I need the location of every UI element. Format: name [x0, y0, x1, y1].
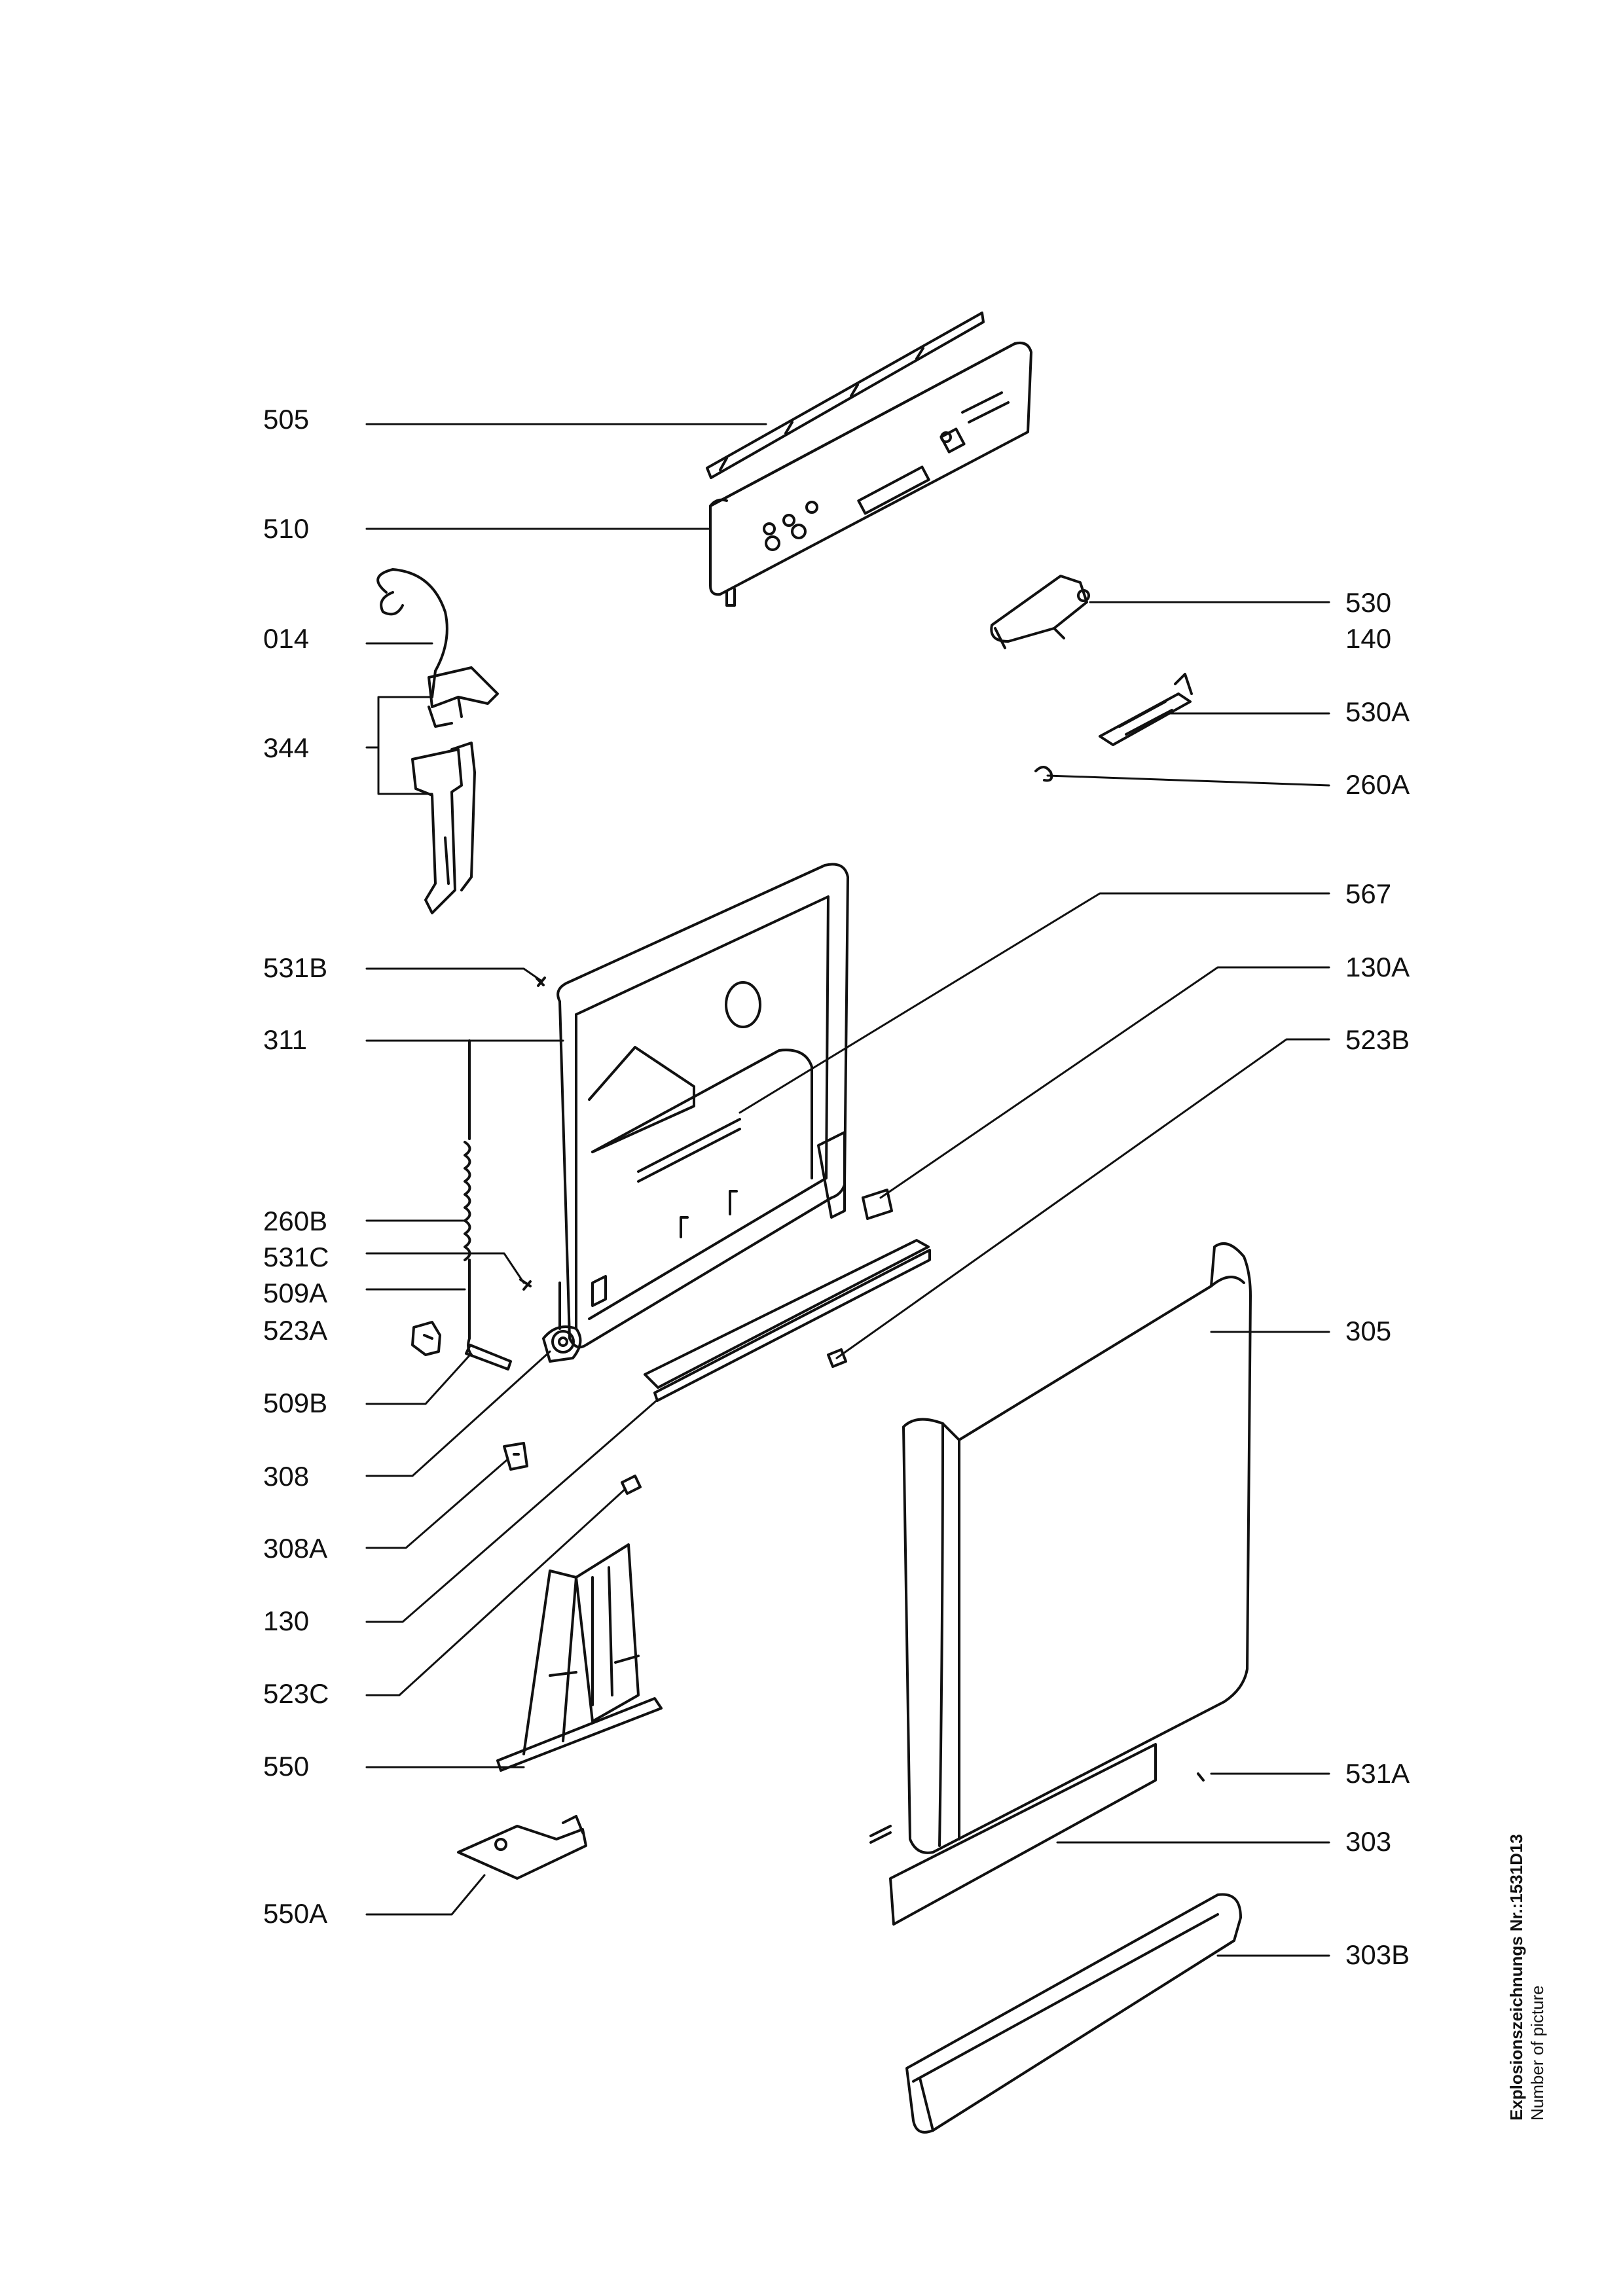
label-130A: 130A — [1345, 952, 1410, 982]
caption-title: Explosionszeichnungs Nr.:1531D13 — [1506, 1834, 1526, 2121]
label-523C: 523C — [263, 1678, 329, 1709]
label-523B: 523B — [1345, 1024, 1410, 1055]
part-308A-bracket — [503, 1442, 528, 1471]
part-130-rail — [644, 1239, 931, 1402]
label-505: 505 — [263, 404, 310, 435]
part-530A-plate — [1099, 673, 1193, 746]
part-550-rack — [496, 1543, 663, 1772]
part-531A-screw — [1197, 1772, 1205, 1782]
label-311: 311 — [263, 1024, 307, 1055]
part-014-344-hinge-wiring — [376, 568, 499, 914]
label-510: 510 — [263, 513, 310, 544]
label-303B: 303B — [1345, 1939, 1410, 1970]
part-509B-pin — [465, 1344, 512, 1371]
part-523C-clip — [621, 1475, 642, 1495]
label-260B: 260B — [263, 1206, 328, 1236]
label-523A: 523A — [263, 1315, 328, 1346]
part-130A-block — [862, 1189, 893, 1220]
part-510-control-panel — [709, 341, 1032, 607]
part-260B-spring — [464, 1039, 473, 1356]
part-530-latch — [990, 575, 1090, 649]
part-303-bottom-strip — [869, 1743, 1157, 1926]
label-531C: 531C — [263, 1242, 329, 1272]
part-311-inner-door-frame — [551, 863, 849, 1354]
label-130: 130 — [263, 1605, 310, 1636]
part-260A-clip — [1034, 766, 1053, 782]
label-550: 550 — [263, 1751, 310, 1782]
label-567: 567 — [1345, 878, 1392, 909]
part-305-outer-door — [902, 1242, 1252, 1854]
label-305: 305 — [1345, 1316, 1392, 1346]
part-523B-clip — [827, 1348, 847, 1368]
label-530: 530 — [1345, 587, 1392, 618]
part-505-strip — [706, 312, 985, 479]
part-308-hinge — [542, 1325, 582, 1363]
label-260A: 260A — [1345, 769, 1410, 800]
label-531B: 531B — [263, 952, 328, 983]
label-308: 308 — [263, 1461, 310, 1492]
caption-subtitle: Number of picture — [1527, 1985, 1547, 2121]
part-523A-block — [411, 1321, 441, 1356]
label-530A: 530A — [1345, 696, 1410, 727]
label-308A: 308A — [263, 1533, 328, 1564]
label-531A: 531A — [1345, 1758, 1410, 1789]
leader-lines-right — [739, 601, 1330, 1957]
label-509A: 509A — [263, 1278, 328, 1308]
label-303: 303 — [1345, 1826, 1392, 1857]
label-140: 140 — [1345, 623, 1392, 654]
part-303B-handle — [905, 1893, 1242, 2134]
label-014: 014 — [263, 623, 310, 654]
part-550A-bracket — [457, 1815, 587, 1880]
label-509B: 509B — [263, 1388, 328, 1418]
leader-lines-left — [365, 423, 767, 1916]
label-344: 344 — [263, 732, 310, 763]
label-550A: 550A — [263, 1898, 328, 1929]
